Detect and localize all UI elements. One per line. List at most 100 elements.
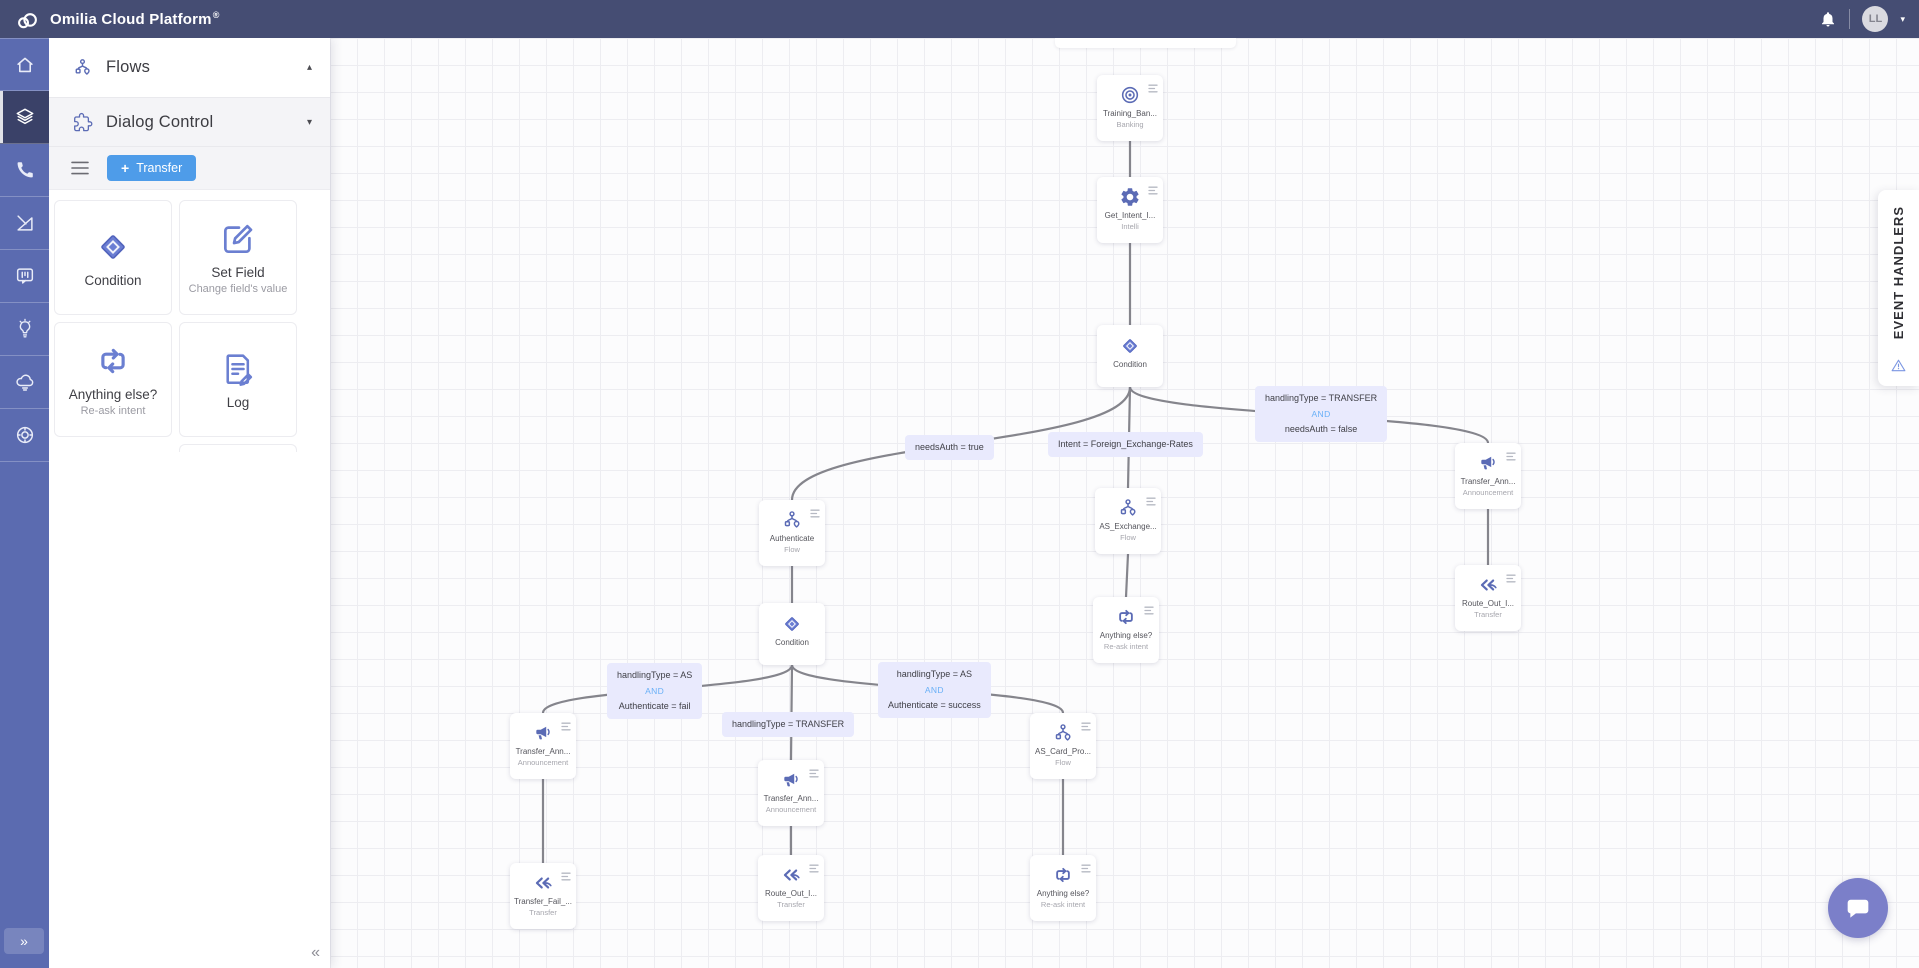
palette-card-log[interactable]: Log — [179, 322, 297, 437]
ruler-icon — [14, 212, 36, 234]
node-menu-icon[interactable] — [561, 718, 571, 731]
flow-node-transfer_ann_right[interactable]: Transfer_Ann...Announcement — [1455, 443, 1521, 509]
rail-item-lightbulb[interactable] — [0, 303, 49, 356]
flow-node-anything1[interactable]: Anything else?Re-ask intent — [1093, 597, 1159, 663]
flow-icon — [1052, 722, 1074, 744]
home-icon — [14, 54, 36, 76]
node-sublabel: Transfer — [1474, 610, 1502, 619]
flow-node-transfer_ann_mid[interactable]: Transfer_Ann...Announcement — [758, 760, 824, 826]
flows-section-header[interactable]: Flows ▴ — [49, 38, 330, 97]
avatar[interactable]: LL — [1862, 6, 1889, 32]
palette-card-title: Set Field — [211, 265, 265, 280]
flow-node-route_out_mid[interactable]: Route_Out_I...Transfer — [758, 855, 824, 921]
node-menu-icon[interactable] — [809, 860, 819, 873]
rail-item-phone[interactable] — [0, 144, 49, 197]
node-label: Transfer_Ann... — [1460, 477, 1516, 486]
condition-label-line: handlingType = AS — [617, 670, 693, 680]
rail-item-board[interactable] — [0, 250, 49, 303]
side-panel: Flows ▴ Dialog Control ▾ + Transfer Cond… — [49, 38, 330, 968]
node-sublabel: Announcement — [517, 758, 569, 767]
flow-node-anything2[interactable]: Anything else? Re-ask intent — [1030, 855, 1096, 921]
node-menu-icon[interactable] — [1148, 80, 1158, 93]
chat-launcher-button[interactable] — [1828, 878, 1888, 938]
flow-node-as_card[interactable]: AS_Card_Pro...Flow — [1030, 713, 1096, 779]
node-label: Anything else? — [1036, 889, 1090, 898]
rail-item-ruler[interactable] — [0, 197, 49, 250]
target-icon — [1119, 84, 1141, 106]
cloud-upload-icon — [14, 371, 36, 393]
rail-item-layers[interactable] — [0, 91, 49, 144]
chevron-down-icon[interactable]: ▾ — [1900, 13, 1905, 24]
event-handlers-tab[interactable]: EVENT HANDLERS — [1878, 190, 1919, 386]
palette-card-anything-else[interactable]: Anything else?Re-ask intent — [54, 322, 172, 437]
condition-label-line: needsAuth = true — [915, 442, 984, 452]
condition-label-line: handlingType = TRANSFER — [1265, 393, 1378, 403]
node-label: Route_Out_I... — [764, 889, 818, 898]
node-label: AS_Exchange... — [1099, 522, 1157, 531]
node-menu-icon[interactable] — [809, 765, 819, 778]
rail-item-support[interactable] — [0, 409, 49, 462]
node-sublabel: Flow — [1120, 533, 1136, 542]
transfer-button[interactable]: + Transfer — [107, 155, 197, 181]
palette-card-title: Condition — [84, 272, 142, 288]
clipped-node[interactable] — [1055, 38, 1236, 48]
rail-item-cloud-upload[interactable] — [0, 356, 49, 409]
gear-icon — [1119, 186, 1141, 208]
condition-label[interactable]: Intent = Foreign_Exchange-Rates — [1048, 432, 1203, 457]
condition-label-line: Authenticate = fail — [618, 700, 691, 711]
flow-node-training[interactable]: Training_Ban...Banking — [1097, 75, 1163, 141]
lightbulb-icon — [14, 318, 36, 340]
condition-label[interactable]: needsAuth = true — [905, 435, 994, 460]
palette-card-condition[interactable]: Condition — [54, 200, 172, 315]
reply-all-icon — [1477, 574, 1499, 596]
reply-all-icon — [532, 872, 554, 894]
flow-node-as_exchange[interactable]: AS_Exchange... Flow — [1095, 488, 1161, 554]
flow-node-transfer_ann_left[interactable]: Transfer_Ann...Announcement — [510, 713, 576, 779]
node-menu-icon[interactable] — [561, 868, 571, 881]
menu-button[interactable] — [70, 160, 90, 176]
phone-icon — [14, 159, 36, 181]
node-menu-icon[interactable] — [1148, 182, 1158, 195]
dialog-control-label: Dialog Control — [106, 112, 214, 131]
flow-node-transfer_fail[interactable]: Transfer_Fail_...Transfer — [510, 863, 576, 929]
rail-expand-button[interactable]: » — [4, 928, 44, 954]
node-menu-icon[interactable] — [1506, 448, 1516, 461]
node-menu-icon[interactable] — [1081, 718, 1091, 731]
condition-label-line: AND — [924, 684, 944, 695]
icon-rail — [0, 38, 49, 968]
board-icon — [14, 265, 36, 287]
cloud-logo-icon — [14, 8, 40, 30]
palette-toolbar: + Transfer — [49, 146, 330, 190]
loop-icon — [94, 342, 132, 380]
bell-icon[interactable] — [1819, 10, 1837, 28]
node-sublabel: Announcement — [765, 805, 817, 814]
dialog-control-section-header[interactable]: Dialog Control ▾ — [49, 97, 330, 146]
node-menu-icon[interactable] — [1146, 493, 1156, 506]
loop-icon — [1052, 864, 1074, 886]
panel-collapse-button[interactable]: « — [311, 944, 320, 961]
node-sublabel: Intelli — [1121, 222, 1139, 231]
node-sublabel: Re-ask intent — [1040, 900, 1086, 909]
node-menu-icon[interactable] — [1506, 570, 1516, 583]
flow-node-condition2[interactable]: Condition — [759, 603, 825, 665]
flow-node-get_intent[interactable]: Get_Intent_I...Intelli — [1097, 177, 1163, 243]
flow-node-condition1[interactable]: Condition — [1097, 325, 1163, 387]
rail-item-home[interactable] — [0, 38, 49, 91]
node-label: AS_Card_Pro... — [1034, 747, 1092, 756]
condition-label-line: Intent = Foreign_Exchange-Rates — [1058, 439, 1193, 449]
node-menu-icon[interactable] — [810, 505, 820, 518]
megaphone-icon — [1477, 452, 1499, 474]
condition-label[interactable]: handlingType = TRANSFER — [722, 712, 855, 737]
palette-card-clipped — [179, 444, 297, 452]
node-menu-icon[interactable] — [1081, 860, 1091, 873]
hamburger-icon — [70, 160, 90, 176]
node-menu-icon[interactable] — [1144, 602, 1154, 615]
flow-node-route_out_right[interactable]: Route_Out_I...Transfer — [1455, 565, 1521, 631]
layers-icon — [14, 106, 36, 128]
